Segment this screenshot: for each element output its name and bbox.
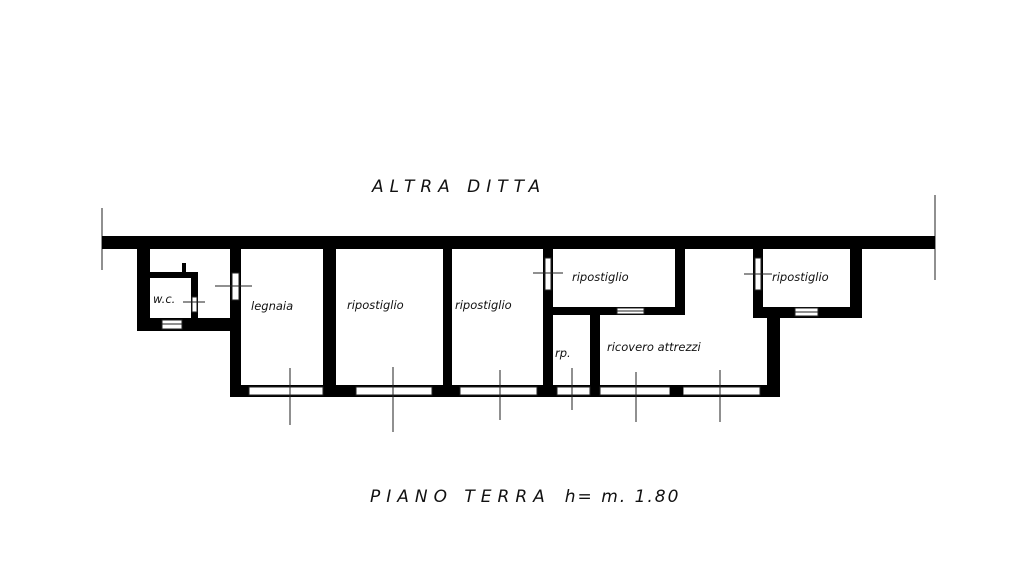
- floor-name: PIANO TERRA: [370, 487, 551, 507]
- floor-title: PIANO TERRA h= m. 1.80: [370, 487, 680, 507]
- wall: [543, 249, 553, 397]
- window: [459, 386, 538, 396]
- room-label-ricovero-attrezzi: ricovero attrezzi: [607, 340, 702, 354]
- room-label-ripostiglio-4: ripostiglio: [772, 270, 829, 284]
- section-marks: [183, 272, 772, 432]
- wall: [182, 263, 186, 273]
- window: [248, 386, 324, 396]
- wall: [590, 315, 600, 397]
- wall: [323, 249, 336, 389]
- wall: [675, 249, 685, 315]
- height-note: h= m. 1.80: [565, 487, 681, 507]
- room-label-rp: rp.: [555, 346, 571, 360]
- wall: [191, 272, 198, 318]
- wall: [767, 315, 780, 397]
- window: [355, 386, 433, 396]
- window: [556, 386, 591, 396]
- window: [599, 386, 671, 396]
- room-label-ripostiglio-3: ripostiglio: [572, 270, 629, 284]
- wall: [150, 272, 198, 278]
- window: [682, 386, 761, 396]
- room-labels: w.c. legnaia ripostiglio ripostiglio rip…: [153, 270, 829, 360]
- window: [191, 296, 198, 313]
- pier: [670, 385, 683, 397]
- wall: [850, 249, 862, 318]
- neighbor-label: ALTRA DITTA: [371, 177, 546, 197]
- wall: [137, 249, 150, 331]
- wall: [230, 249, 241, 397]
- top-wall: [102, 236, 935, 249]
- wall: [137, 318, 237, 331]
- room-label-wc: w.c.: [153, 292, 175, 306]
- wall: [443, 249, 452, 389]
- room-label-ripostiglio-2: ripostiglio: [455, 298, 512, 312]
- room-label-ripostiglio-1: ripostiglio: [347, 298, 404, 312]
- window: [544, 257, 552, 291]
- room-label-legnaia: legnaia: [251, 299, 293, 313]
